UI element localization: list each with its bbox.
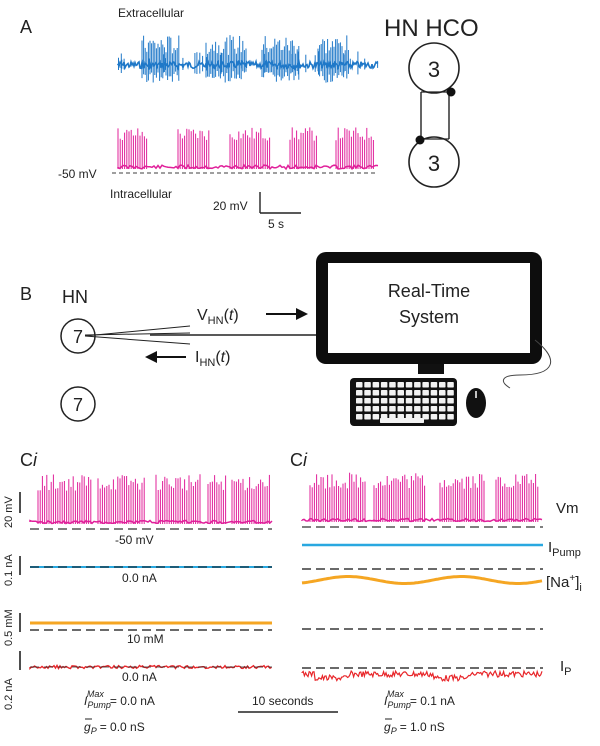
ipump-label: IPump [548,539,581,559]
hn-label: HN [62,287,88,307]
gp-left: gP= 0.0 nS [84,720,145,736]
hn-hco-title: HN HCO [384,15,479,42]
panel-a-letter: A [20,17,32,37]
neuron-7-top [60,318,96,354]
v-hn-label: VHN(t) [197,307,239,327]
pump-max-right: IPumpMax= 0.1 nA [384,689,455,710]
electrodes [84,325,335,345]
minus50-label: -50 mV [58,167,97,181]
vm-trace-left [29,474,273,525]
hco-diagram [408,42,460,188]
arrow-left-icon [145,351,186,363]
system-label-line1: Real-Time [388,281,470,301]
neuron-7-bottom [60,386,96,422]
panel-c-left-letter: Ci [20,450,38,470]
panel-b-letter: B [20,284,32,304]
keyboard-icon [350,378,457,426]
neuron-7-top-label: 7 [73,327,83,347]
extracellular-trace [117,35,379,83]
intracellular-label: Intracellular [110,187,172,201]
ip-trace-right [301,669,543,683]
mouse-icon [466,388,486,418]
mouse-cable [503,339,552,389]
neuron-top-label: 3 [428,57,440,82]
scale-na-label: 0.5 mM [3,609,15,646]
system-label-line2: System [399,307,459,327]
scale-ip-label: 0.2 nA [3,678,15,710]
i-hn-label: IHN(t) [195,349,230,369]
extracellular-label: Extracellular [118,6,184,20]
synapse-dot-top [446,87,456,97]
time-scale-label: 10 seconds [252,694,313,708]
panel-c-right-letter: Ci [290,450,308,470]
na-value-label: 10 mM [127,632,164,646]
na-label: [Na+]i [546,573,582,594]
ipump-value-label: 0.0 nA [122,571,157,585]
na-trace-right [301,575,543,585]
pump-max-left: IPumpMax= 0.0 nA [84,689,155,710]
vm-baseline-label: -50 mV [115,533,154,547]
scale-mv-label: 20 mV [213,199,248,213]
vm-label: Vm [556,500,579,517]
intracellular-trace [117,127,379,171]
gp-right: gP= 1.0 nS [384,720,445,736]
ip-label: IP [560,658,572,678]
scale-ipump-label: 0.1 nA [3,554,15,586]
arrow-right-icon [266,308,308,320]
neuron-bottom-label: 3 [428,151,440,176]
neuron-3-top [408,42,460,94]
neuron-3-bottom [408,136,460,188]
vm-trace-right [301,472,543,523]
scale-s-label: 5 s [268,217,284,231]
computer-monitor-icon [316,252,542,374]
scale-bar-a [259,192,301,214]
ip-trace-left [29,664,272,671]
scale-vm-label: 20 mV [3,496,15,528]
ip-value-label: 0.0 nA [122,670,157,684]
synapse-dot-bottom [415,135,425,145]
neuron-7-bottom-label: 7 [73,395,83,415]
